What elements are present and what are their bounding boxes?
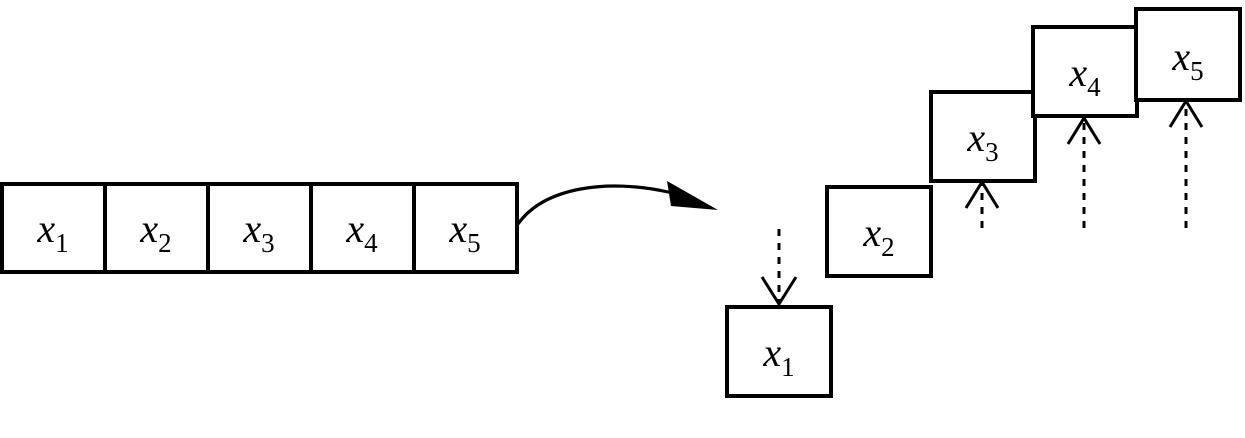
dashed-arrow-to-x3 <box>964 179 1000 228</box>
array-outline <box>0 182 519 274</box>
staircase-box-x2-shape <box>825 185 933 278</box>
array-cell-label-2: x2 <box>139 206 171 258</box>
dashed-arrow-to-x4 <box>1066 115 1102 228</box>
staircase-box-x2-label: x2 <box>862 210 894 262</box>
curved-arrow-shaft <box>516 184 670 226</box>
staircase-box-x3-shape <box>929 90 1037 183</box>
staircase-box-x3-label: x3 <box>966 115 998 167</box>
dashed-arrow-to-x5 <box>1168 98 1204 228</box>
staircase-box-x1-label: x1 <box>762 330 794 382</box>
staircase-box-x1-shape <box>725 305 833 398</box>
staircase-box-x4: x4 <box>1031 25 1139 118</box>
staircase-box-x5-shape <box>1134 7 1242 102</box>
staircase-box-x5-label: x5 <box>1171 34 1203 86</box>
array-cell-label-3: x3 <box>242 206 274 258</box>
dashed-arrow-to-x1-head <box>760 276 798 307</box>
staircase-box-x3: x3 <box>929 90 1037 183</box>
staircase-box-x5: x5 <box>1134 7 1242 102</box>
array-cell-label-5: x5 <box>448 206 480 258</box>
input-sequence-array: x1 x2 x3 x4 x5 <box>0 182 519 274</box>
array-cell-label-4: x4 <box>345 206 378 258</box>
staircase-box-x4-label: x4 <box>1068 50 1101 102</box>
curved-transform-arrow <box>516 181 718 226</box>
dashed-arrow-to-x1 <box>760 229 798 307</box>
curved-arrow-head <box>667 181 718 210</box>
staircase-box-x1: x1 <box>725 305 833 398</box>
staircase-box-x2: x2 <box>825 185 933 278</box>
array-cell-label-1: x1 <box>36 206 68 258</box>
